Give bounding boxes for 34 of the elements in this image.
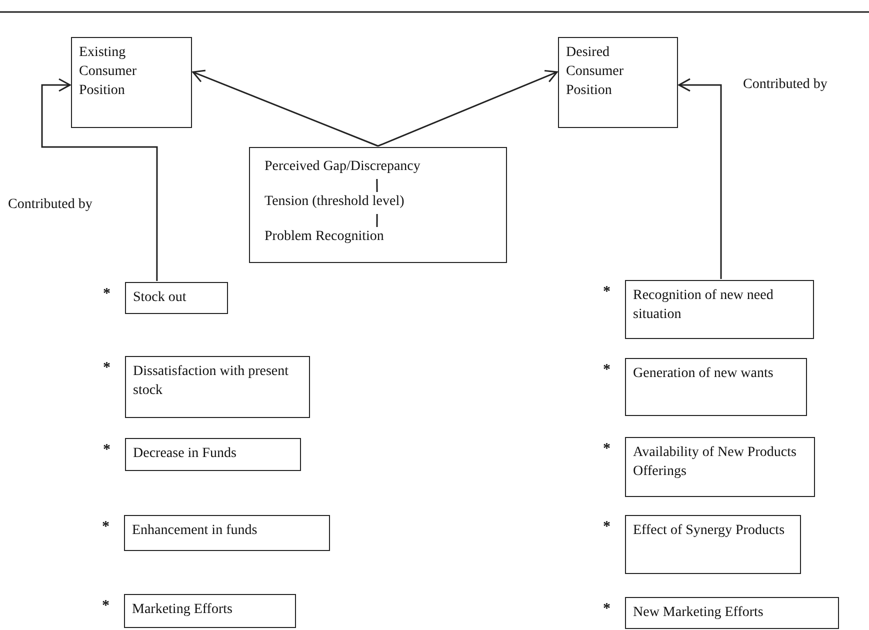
- factor-box: Recognition of new need situation: [625, 280, 814, 339]
- factor-box: Marketing Efforts: [124, 594, 296, 628]
- bullet-asterisk: *: [103, 360, 110, 377]
- factor-box: Availability of New Products Offerings: [625, 437, 815, 497]
- bullet-asterisk: *: [102, 598, 110, 615]
- arrow: [378, 70, 558, 147]
- connector-line: [376, 214, 378, 227]
- factor-box: New Marketing Efforts: [625, 597, 839, 629]
- factor-box: Effect of Synergy Products: [625, 515, 801, 574]
- factor-box: Generation of new wants: [625, 358, 807, 416]
- problem-recognition-box: [249, 147, 507, 263]
- position-box: Desired Consumer Position: [558, 37, 678, 128]
- bullet-asterisk: *: [603, 284, 610, 301]
- stage-text: Perceived Gap/Discrepancy: [264, 158, 440, 178]
- bullet-asterisk: *: [603, 519, 610, 536]
- note-label: Contributed by: [8, 197, 92, 213]
- position-box: Existing Consumer Position: [71, 37, 192, 128]
- bullet-asterisk: *: [603, 441, 610, 458]
- stage-text: Tension (threshold level): [264, 192, 430, 212]
- connector-line: [376, 179, 378, 192]
- factor-box: Enhancement in funds: [124, 515, 330, 551]
- stage-text: Problem Recognition: [264, 228, 404, 248]
- bullet-asterisk: *: [103, 442, 110, 459]
- bullet-asterisk: *: [603, 362, 610, 379]
- bullet-asterisk: *: [603, 601, 610, 618]
- bullet-asterisk: *: [103, 286, 110, 303]
- arrow: [192, 70, 378, 147]
- factor-box: Decrease in Funds: [125, 438, 301, 471]
- factor-box: Stock out: [125, 282, 228, 314]
- factor-box: Dissatisfaction with present stock: [125, 356, 310, 418]
- arrow: [678, 78, 722, 279]
- arrow: [41, 78, 158, 281]
- note-label: Contributed by: [743, 77, 828, 93]
- bullet-asterisk: *: [102, 519, 110, 536]
